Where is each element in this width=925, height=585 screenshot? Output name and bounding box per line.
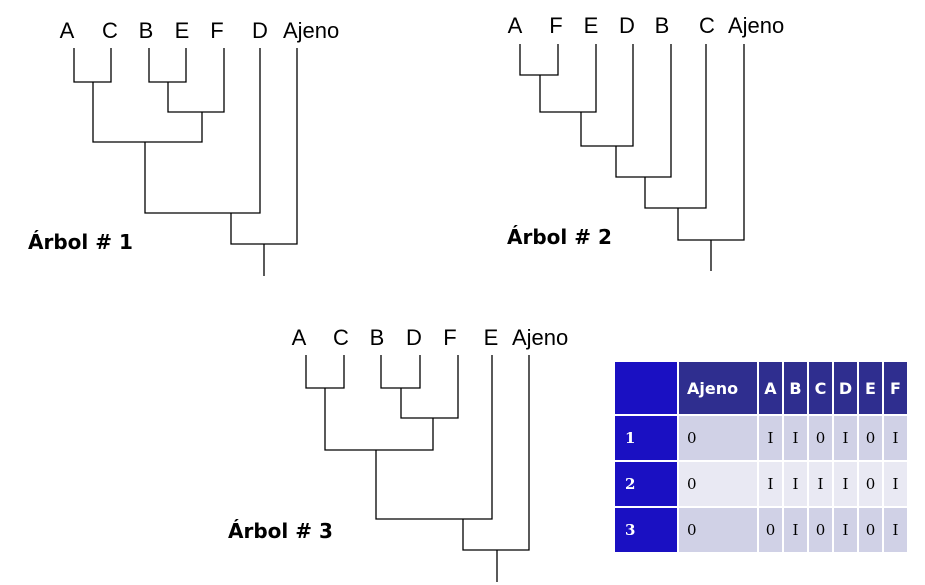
matrix-header-b: B [782, 360, 809, 416]
tree-1-title: Árbol # 1 [28, 230, 133, 254]
matrix-header-f: F [882, 360, 909, 416]
matrix-cell: 0 [677, 506, 759, 554]
matrix-header-c: C [807, 360, 834, 416]
matrix-cell: 0 [857, 414, 884, 462]
matrix-cell: I [757, 414, 784, 462]
matrix-cell: I [832, 414, 859, 462]
matrix-cell: I [782, 414, 809, 462]
tree-2: A F E D B C Ajeno Árbol # 2 [507, 13, 784, 271]
tree-3-branches [305, 355, 530, 582]
matrix-cell: I [882, 506, 909, 554]
tree-3: A C B D F E Ajeno Árbol # 3 [228, 325, 568, 582]
tree-2-taxon-5: B [655, 13, 670, 38]
tree-2-title: Árbol # 2 [507, 225, 612, 249]
matrix-header-row: Ajeno A B C D E F [613, 360, 909, 416]
matrix-cell: I [882, 414, 909, 462]
tree-3-taxon-5: F [443, 325, 456, 350]
tree-3-taxon-4: D [406, 325, 422, 350]
tree-1-taxon-5: F [210, 18, 223, 43]
tree-2-taxon-1: A [508, 13, 523, 38]
tree-2-branches [519, 44, 745, 271]
tree-2-taxon-4: D [619, 13, 635, 38]
matrix-cell: 0 [677, 460, 759, 508]
matrix-row: 1 0 I I 0 I 0 I [613, 414, 909, 462]
matrix-cell: 0 [677, 414, 759, 462]
tree-3-taxon-7: Ajeno [512, 325, 568, 350]
matrix-cell: 0 [857, 506, 884, 554]
matrix-header-a: A [757, 360, 784, 416]
matrix-cell: 0 [857, 460, 884, 508]
matrix-cell: I [782, 460, 809, 508]
matrix-header-d: D [832, 360, 859, 416]
matrix-cell: 0 [807, 506, 834, 554]
tree-3-taxon-6: E [484, 325, 499, 350]
matrix-cell: I [782, 506, 809, 554]
tree-1-taxon-7: Ajeno [283, 18, 339, 43]
matrix-row: 3 0 0 I 0 I 0 I [613, 506, 909, 554]
matrix-row-label: 2 [613, 460, 679, 508]
matrix-cell: I [882, 460, 909, 508]
matrix-header-e: E [857, 360, 884, 416]
tree-3-title: Árbol # 3 [228, 519, 333, 543]
matrix-cell: I [757, 460, 784, 508]
matrix-corner-cell [613, 360, 679, 416]
tree-2-taxon-6: C [699, 13, 715, 38]
matrix-cell: 0 [757, 506, 784, 554]
tree-1: A C B E F D Ajeno Árbol # 1 [28, 18, 339, 276]
tree-3-taxon-3: B [370, 325, 385, 350]
matrix-header-ajeno: Ajeno [677, 360, 759, 416]
tree-1-taxon-6: D [252, 18, 268, 43]
tree-3-taxon-2: C [333, 325, 349, 350]
tree-1-branches [73, 48, 298, 276]
tree-2-taxon-3: E [584, 13, 599, 38]
tree-1-taxon-3: B [139, 18, 154, 43]
matrix-cell: 0 [807, 414, 834, 462]
tree-1-taxon-1: A [60, 18, 75, 43]
matrix-cell: I [832, 506, 859, 554]
tree-2-taxon-7: Ajeno [728, 13, 784, 38]
character-matrix: Ajeno A B C D E F 1 0 I I 0 I 0 I 2 0 I … [613, 360, 909, 554]
matrix-cell: I [807, 460, 834, 508]
matrix-row: 2 0 I I I I 0 I [613, 460, 909, 508]
tree-1-taxon-4: E [175, 18, 190, 43]
matrix-row-label: 3 [613, 506, 679, 554]
matrix-row-label: 1 [613, 414, 679, 462]
tree-2-taxon-2: F [549, 13, 562, 38]
matrix-cell: I [832, 460, 859, 508]
tree-3-taxon-1: A [292, 325, 307, 350]
tree-1-taxon-2: C [102, 18, 118, 43]
